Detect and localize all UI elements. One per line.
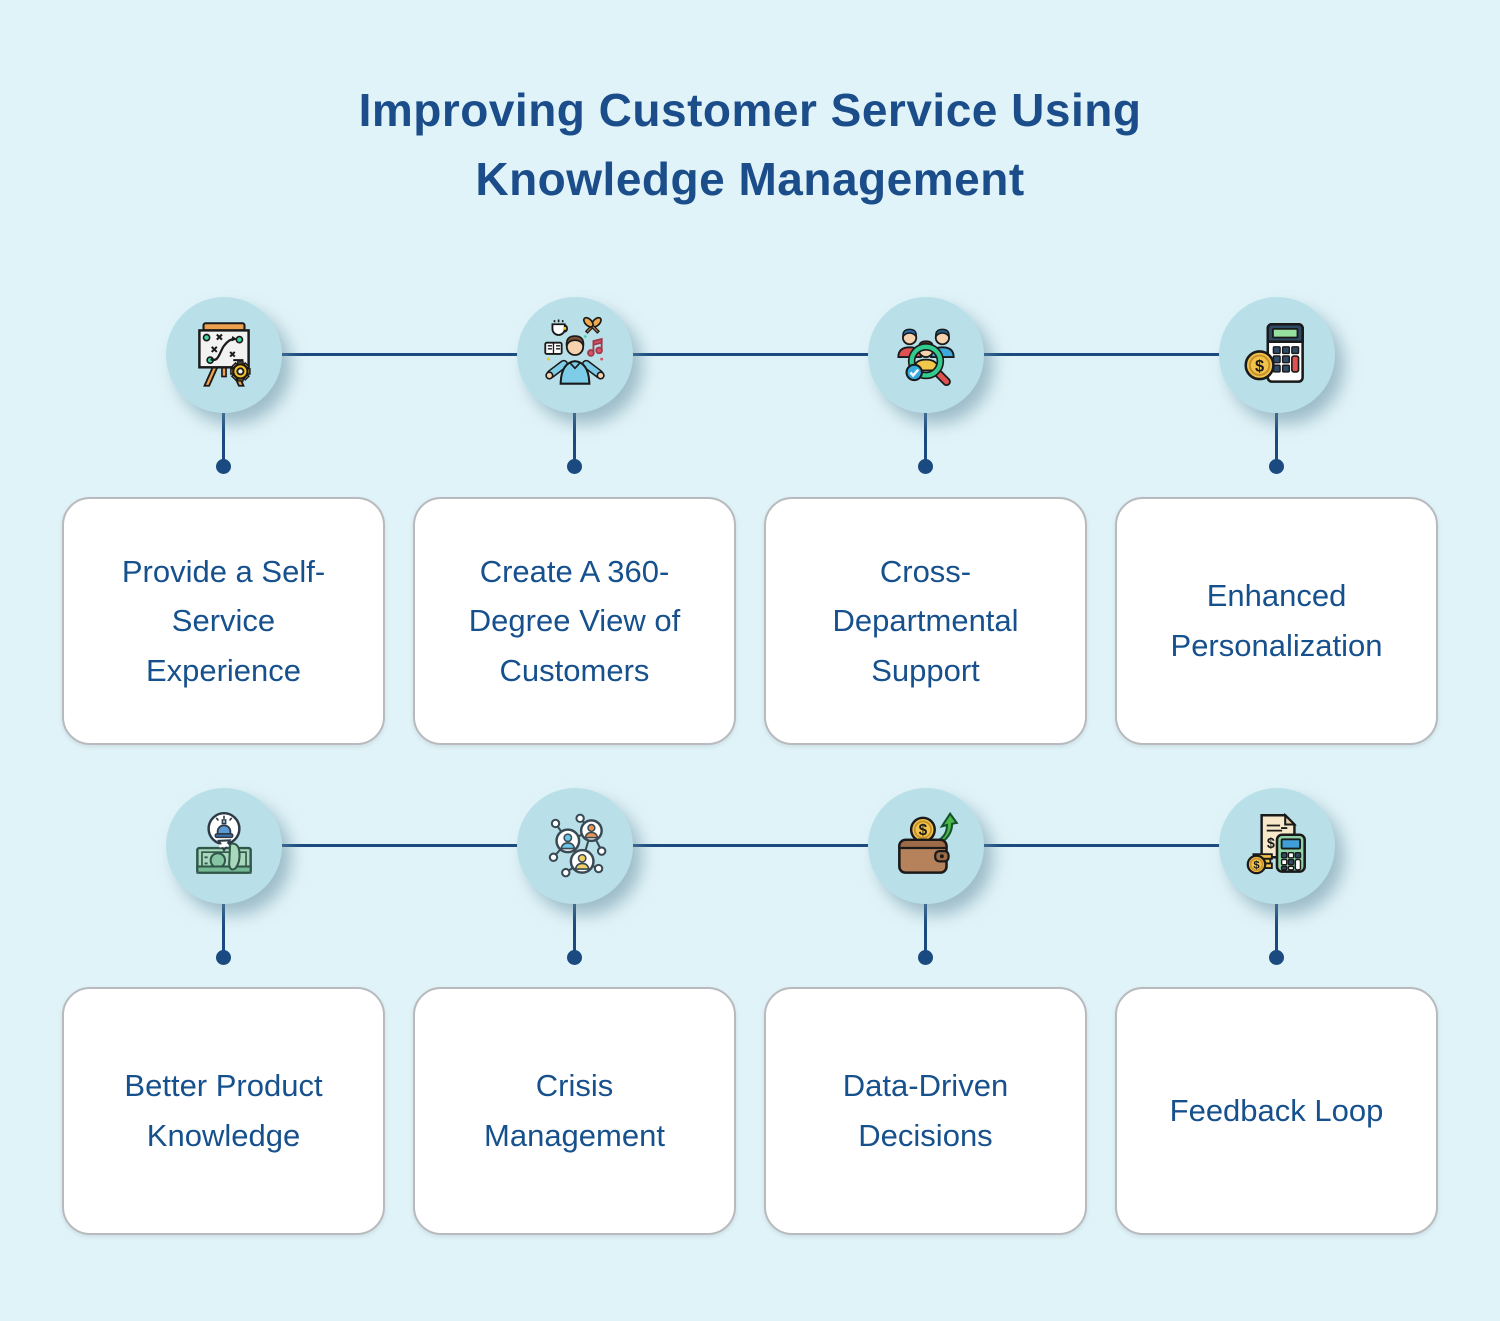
connector-dot [216, 950, 231, 965]
benefit-label: Feedback Loop [1169, 1093, 1384, 1129]
calculator-coin-icon: $ [1236, 314, 1318, 396]
benefit-label: Cross- Departmental Support [832, 553, 1019, 688]
benefit-label: Data-Driven Decisions [842, 1068, 1009, 1153]
connector-dot [918, 950, 933, 965]
connector-dot [567, 459, 582, 474]
connector-dot [567, 950, 582, 965]
svg-text:$: $ [1255, 357, 1264, 375]
network-people-icon [534, 805, 616, 887]
page-title: Improving Customer Service Using Knowled… [358, 84, 1142, 205]
svg-text:$: $ [1267, 836, 1275, 852]
connector-dot [918, 459, 933, 474]
benefit-label: Enhanced Personalization [1170, 578, 1383, 663]
svg-text:$: $ [1253, 860, 1260, 872]
benefit-label: Better Product Knowledge [124, 1068, 323, 1153]
stem-line [1275, 902, 1278, 952]
icon-circle [166, 788, 282, 904]
svg-text:$: $ [919, 822, 928, 839]
connector-dot [1269, 950, 1284, 965]
benefit-label: Crisis Management [484, 1068, 665, 1153]
customer-360-icon [534, 314, 616, 396]
benefit-card: Feedback Loop [1115, 987, 1438, 1235]
stem-line [573, 411, 576, 461]
stem-line [222, 411, 225, 461]
benefit-card: Better Product Knowledge [62, 987, 385, 1235]
benefit-label: Create A 360- Degree View of Customers [468, 553, 681, 688]
connector-dot [216, 459, 231, 474]
benefit-card: Crisis Management [413, 987, 736, 1235]
benefit-card: Provide a Self- Service Experience [62, 497, 385, 745]
icon-circle: $ [868, 788, 984, 904]
connector-dot [1269, 459, 1284, 474]
icon-circle [517, 788, 633, 904]
stem-line [924, 902, 927, 952]
benefit-card: Cross- Departmental Support [764, 497, 1087, 745]
icon-circle: $ [1219, 788, 1335, 904]
strategy-board-icon [183, 314, 265, 396]
connector-line-row1 [224, 353, 1277, 356]
wallet-money-icon: $ [885, 805, 967, 887]
icon-circle [517, 297, 633, 413]
stem-line [924, 411, 927, 461]
connector-line-row2 [224, 844, 1277, 847]
stem-line [1275, 411, 1278, 461]
stem-line [222, 902, 225, 952]
icon-circle: $ [1219, 297, 1335, 413]
billing-calculator-icon: $ [1236, 805, 1318, 887]
icon-circle [868, 297, 984, 413]
benefit-card: Data-Driven Decisions [764, 987, 1087, 1235]
benefit-label: Provide a Self- Service Experience [121, 553, 326, 688]
team-search-icon [885, 314, 967, 396]
money-alert-icon [183, 805, 265, 887]
icon-circle [166, 297, 282, 413]
benefit-card: Create A 360- Degree View of Customers [413, 497, 736, 745]
benefit-card: Enhanced Personalization [1115, 497, 1438, 745]
stem-line [573, 902, 576, 952]
